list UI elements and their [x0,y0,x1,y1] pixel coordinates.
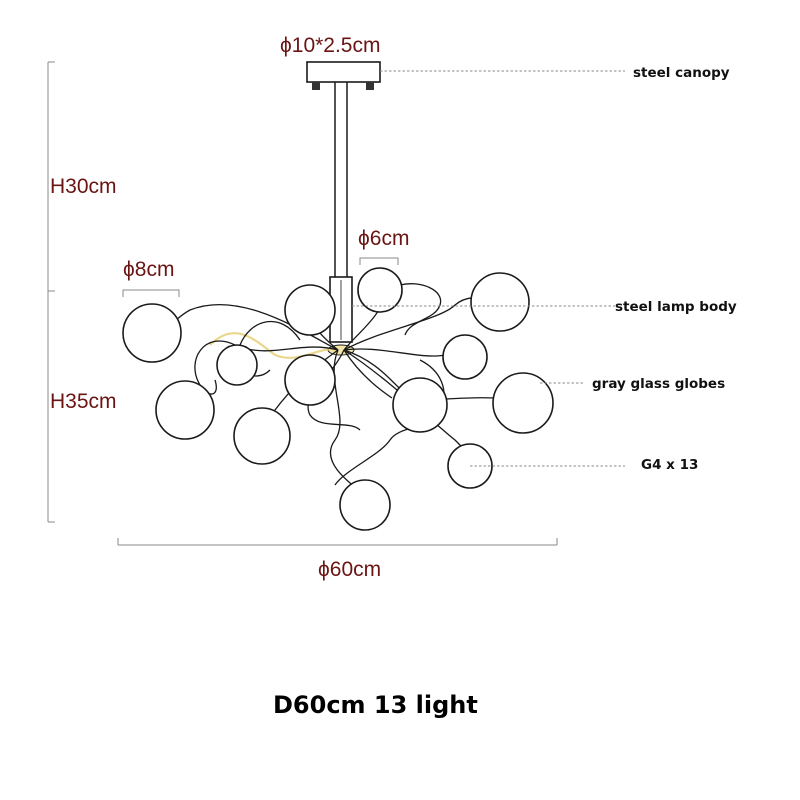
stem [334,82,348,278]
small-globe-bracket [359,257,399,265]
canopy-callout: steel canopy [633,65,730,81]
large-globe-label: ϕ8cm [123,258,174,281]
globes-callout: gray glass globes [592,376,725,392]
lower-height-label: H35cm [50,390,117,413]
upper-height-label: H30cm [50,175,117,198]
body-callout: steel lamp body [615,299,737,315]
height-dimension-lines [47,61,55,523]
overall-diameter-label: ϕ60cm [318,558,381,581]
caption: D60cm 13 light [273,691,478,719]
diameter-dimension-line [117,538,558,546]
canopy [306,61,381,90]
small-globe-label: ϕ6cm [358,227,409,250]
canopy-dimension-label: ϕ10*2.5cm [280,34,380,57]
bulbs-callout: G4 x 13 [641,457,698,473]
callout-leaders [352,70,625,467]
large-globe-bracket [122,289,180,297]
glass-globes [122,267,554,531]
